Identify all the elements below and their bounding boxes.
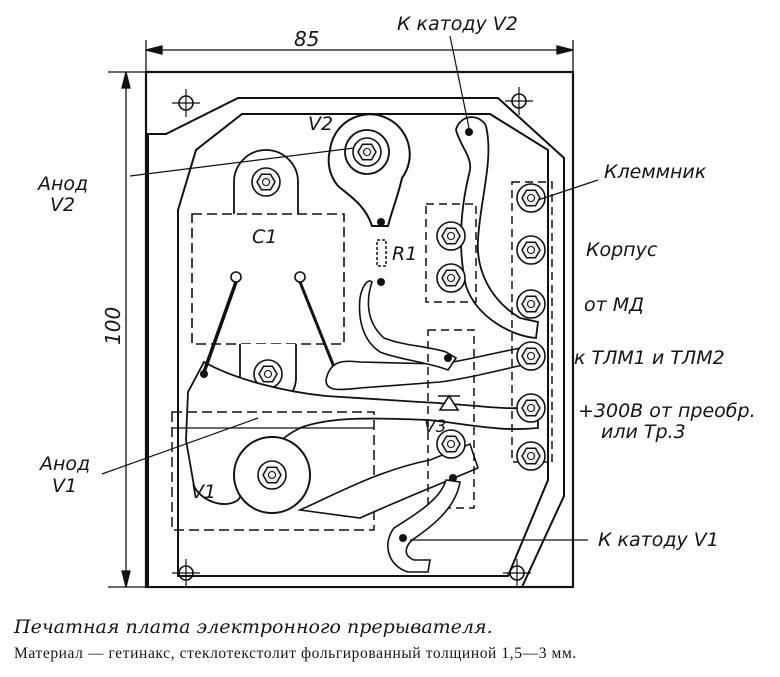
- r1-block-screw-top-icon: [436, 221, 466, 251]
- v2-cathode-trace: [455, 116, 539, 339]
- r1-label: R1: [392, 243, 417, 265]
- figure-caption: Печатная плата электронного прерывателя.: [14, 616, 493, 638]
- terminal-korpus-icon: [516, 235, 546, 265]
- ot-md-label: от МД: [584, 294, 644, 316]
- v3-label: V3: [424, 417, 446, 437]
- anode-v2-label-2: V2: [50, 194, 75, 216]
- plus300-label-1: +300В от преобр.: [578, 400, 756, 422]
- mounting-hole-icon: [171, 88, 201, 118]
- c1-pad-right: [294, 271, 306, 283]
- ground-foil: [147, 97, 565, 588]
- diode-icon: [438, 394, 460, 411]
- r1-v3-trace: [358, 280, 458, 371]
- v1-anode-pad: [200, 370, 208, 378]
- height-dimension: [108, 71, 146, 588]
- v2-label: V2: [308, 113, 333, 135]
- r1-block-screw-bottom-icon: [436, 263, 466, 293]
- anode-v1-label-1: Анод: [38, 453, 90, 475]
- r1-lower-pad: [377, 278, 385, 286]
- anode-v2-label-1: Анод: [36, 173, 88, 195]
- v1-label: V1: [191, 481, 216, 503]
- c1-label: C1: [252, 226, 277, 248]
- material-note: Материал — гетинакс, стеклотекстолит фол…: [14, 645, 577, 662]
- cathode-v2-label: К катоду V2: [397, 13, 518, 35]
- c1-lead-right: [298, 281, 338, 373]
- v2-lead-pad: [377, 218, 385, 226]
- width-dim-label: 85: [294, 27, 319, 51]
- anode-v1-label-2: V1: [52, 475, 77, 497]
- k-tlm-label: к ТЛМ1 и ТЛМ2: [574, 347, 725, 369]
- terminal-md-icon: [516, 289, 546, 319]
- terminal-screw-icon: [516, 183, 546, 213]
- cathode-v1-pad: [399, 534, 407, 542]
- terminal-bottom-icon: [516, 441, 546, 471]
- c1-pad-left: [230, 271, 242, 283]
- plus300-label-2: или Тр.3: [601, 421, 686, 443]
- klemmnik-label: Клеммник: [604, 161, 707, 183]
- c1-outline: [191, 213, 345, 345]
- v2-cathode-pad: [465, 128, 473, 136]
- leader-lines: [101, 35, 599, 541]
- korpus-label: Корпус: [586, 239, 658, 261]
- v3-outline: [427, 329, 475, 509]
- terminal-tlm-icon: [516, 341, 546, 371]
- v1-outline: [171, 411, 375, 531]
- cathode-v1-label: К катоду V1: [598, 529, 719, 551]
- c1-screw-icon: [251, 167, 281, 197]
- terminal-300v-icon: [516, 393, 546, 423]
- v3-top-pad: [444, 354, 452, 362]
- c1-lead-left: [202, 281, 238, 373]
- height-dim-label: 100: [101, 307, 125, 345]
- width-dimension: [145, 40, 574, 72]
- v2-screw-icon: [352, 137, 382, 167]
- v3-screw-icon: [436, 429, 466, 459]
- r1-block-outline: [425, 203, 477, 303]
- r1-body: [376, 239, 387, 267]
- v1-screw-icon: [257, 460, 287, 490]
